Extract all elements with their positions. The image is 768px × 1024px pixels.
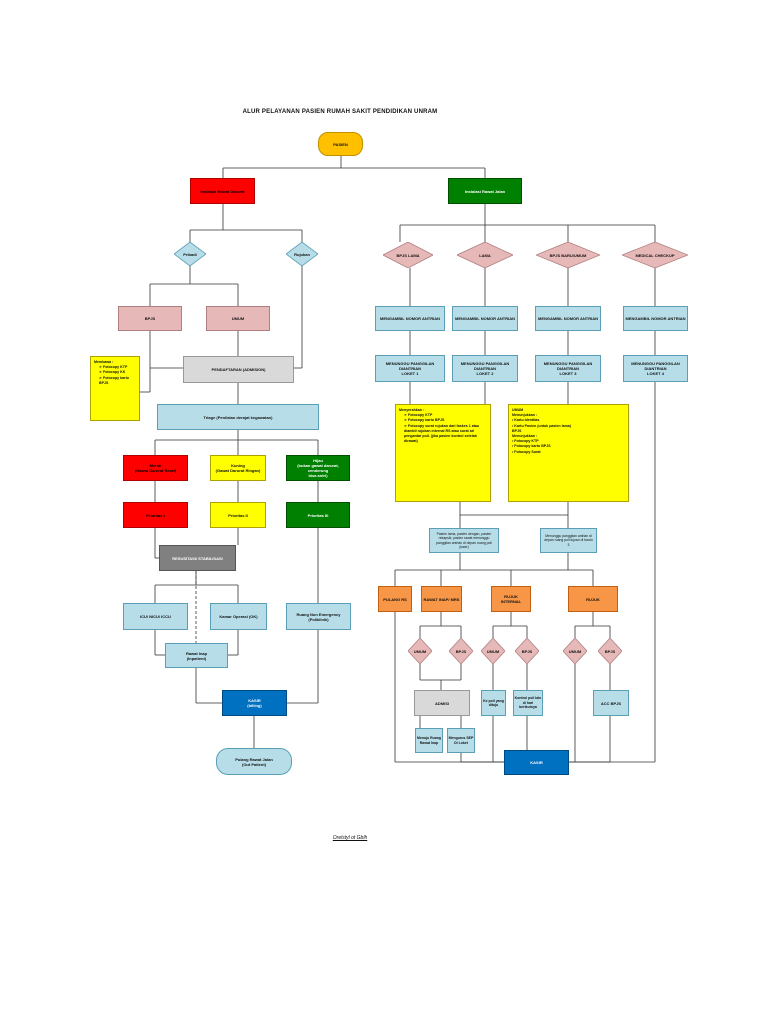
triage-yellow: Kuning (Gawat Darurat Ringan) (210, 455, 266, 481)
small-diamond-label: BPJS (455, 648, 467, 654)
admission-box: PENDAFTARAN (ADMISION) (183, 356, 294, 383)
bpjs-note-item: Fotocopy KTP (404, 413, 487, 418)
small-diamond-label: UMUM (568, 648, 582, 654)
priority-3: Prioritas III (286, 502, 350, 528)
umum-note-line: Menunjukkan : (512, 413, 538, 418)
emergency-header: Instalasi Rawat Darurat (190, 178, 255, 204)
umum-note-line: • Kartu Pasien (untuk pasien lama) (512, 423, 571, 428)
diamond-pribadi: Pribadi (174, 242, 206, 266)
discharge-outpatient: Pulang Rawat Jalan (Out Patient) (216, 748, 292, 775)
page-title: ALUR PELAYANAN PASIEN RUMAH SAKIT PENDID… (242, 109, 438, 115)
umum-note-line: UMUM (512, 408, 524, 412)
triage-box: Triage (Penilaian derajat kegawatan) (157, 404, 319, 430)
umum-documents-note: UMUM Menunjukkan : • Kartu Identitas • K… (508, 404, 629, 502)
requirement-item: Fotocopy KTP (99, 365, 136, 370)
diamond-rujukan-label: Rujukan (294, 251, 310, 257)
acc-bpjs-box: ACC BPJS (593, 690, 629, 716)
diamond-lama: LAMA (457, 242, 513, 268)
requirements-note: Membawa : Fotocopy KTP Fotocopy KK Fotoc… (90, 356, 140, 421)
small-diamond-umum-3: UMUM (563, 638, 587, 664)
priority-1: Prioritas I (123, 502, 188, 528)
counter-3: MENUNGGU PANGGILAN DIANTRIAN LOKET 3 (535, 355, 601, 382)
umum-note-line: BPJS (512, 428, 522, 433)
inpatient-care-box: Rawat Inap (Inpatient) (165, 643, 228, 668)
requirement-item: Fotocopy kartu BPJS (99, 376, 136, 386)
cashier-outpatient: KASIR (504, 750, 569, 775)
diamond-bpjs-baru-umum-label: BPJS BARU/UMUM (549, 252, 587, 258)
to-poli-box: Ke poli yang dituju (481, 690, 506, 716)
admisi-box: ADMISI (414, 690, 470, 716)
small-diamond-bpjs-2: BPJS (515, 638, 539, 664)
diamond-bpjs-lama: BPJS LAMA (383, 242, 433, 268)
bpjs-documents-note: Menyerahkan : Fotocopy KTP Fotocopy kart… (395, 404, 491, 502)
umum-note-line: • Kartu Identitas (512, 418, 540, 423)
payer-bpjs: BPJS (118, 306, 182, 331)
outcome-rujuk: RUJUK (568, 586, 618, 612)
sep-box: Mengurus SEP Di Loket (447, 728, 475, 753)
umum-note-line: • Fotocopy KTP (512, 439, 539, 444)
diamond-pribadi-label: Pribadi (183, 251, 197, 257)
diamond-lama-label: LAMA (479, 252, 491, 258)
cashier-billing: KASIR (billing) (222, 690, 287, 716)
small-diamond-label: BPJS (521, 648, 533, 654)
diamond-medical-checkup: MEDICAL CHECKUP (622, 242, 688, 268)
queue-number-3: MENGAMBIL NOMOR ANTRIAN (535, 306, 601, 331)
info-wait-left: Pasien lama, pasien dengan, pasien rekap… (429, 528, 499, 553)
queue-number-4: MENGAMBIL NOMOR ANTRIAN (623, 306, 688, 331)
requirement-item: Fotocopy KK (99, 370, 136, 375)
care-operating-room: Kamar Operasi (OK) (210, 603, 267, 630)
diamond-bpjs-baru-umum: BPJS BARU/UMUM (536, 242, 600, 268)
info-wait-right: Menunggu panggilan antrian di depan ruan… (540, 528, 597, 553)
care-non-emergency: Ruang Non Emergency (Poliklinik) (286, 603, 351, 630)
care-icu: ICU/ NICU/ ICCU (123, 603, 188, 630)
diamond-bpjs-lama-label: BPJS LAMA (396, 252, 420, 258)
umum-note-line: • Fotocopy kartu BPJS (512, 444, 551, 449)
outcome-rujuk-internal: RUJUK INTERNAL (491, 586, 531, 612)
diamond-medical-checkup-label: MEDICAL CHECKUP (635, 252, 675, 258)
outcome-pulang: PULANG RS (378, 586, 412, 612)
counter-2: MENUNGGU PANGGILAN DIANTRIAN LOKET 2 (452, 355, 518, 382)
queue-number-1: MENGAMBIL NOMOR ANTRIAN (375, 306, 445, 331)
small-diamond-bpjs-3: BPJS (598, 638, 622, 664)
start-node-pasien: PASIEN (318, 132, 363, 156)
resuscitation-box: RESUSITASI/ STABILISASI (159, 545, 236, 571)
small-diamond-umum-1: UMUM (408, 638, 432, 664)
room-box: Menuju Ruang Rawat Inap (415, 728, 443, 753)
footer-signature: Orelstyl ot Gblh (332, 835, 368, 841)
outpatient-header: Instalasi Rawat Jalan (448, 178, 522, 204)
bpjs-note-item: Fotocopy surat rujukan dari faskes 1 ata… (404, 424, 487, 445)
bpjs-note-title: Menyerahkan : (399, 408, 425, 412)
small-diamond-label: UMUM (413, 648, 427, 654)
outcome-rawat-inap: RAWAT INAP/ MRS (421, 586, 462, 612)
umum-note-line: Menunjukkan : (512, 434, 538, 439)
counter-1: MENUNGGU PANGGILAN DIANTRIAN LOKET 1 (375, 355, 445, 382)
triage-red: Merah (Gawat Darurat Berat) (123, 455, 188, 481)
counter-4: MENUNGGU PANGGILAN DIANTRIAN LOKET 4 (623, 355, 688, 382)
queue-number-2: MENGAMBIL NOMOR ANTRIAN (452, 306, 518, 331)
payer-umum: UMUM (206, 306, 270, 331)
small-diamond-umum-2: UMUM (481, 638, 505, 664)
small-diamond-label: UMUM (486, 648, 500, 654)
triage-green: Hijau (bukan gawat darurat, cenderung bi… (286, 455, 350, 481)
diamond-rujukan: Rujukan (286, 242, 318, 266)
small-diamond-bpjs-1: BPJS (449, 638, 473, 664)
priority-2: Prioritas II (210, 502, 266, 528)
poli-next-day-box: Kontrol poli lain di hari berikutnya (513, 690, 543, 716)
bpjs-note-item: Fotocopy kartu BPJS (404, 418, 487, 423)
requirements-title: Membawa : (94, 360, 114, 364)
small-diamond-label: BPJS (604, 648, 616, 654)
umum-note-line: • Fotocopy Surat (512, 449, 541, 454)
